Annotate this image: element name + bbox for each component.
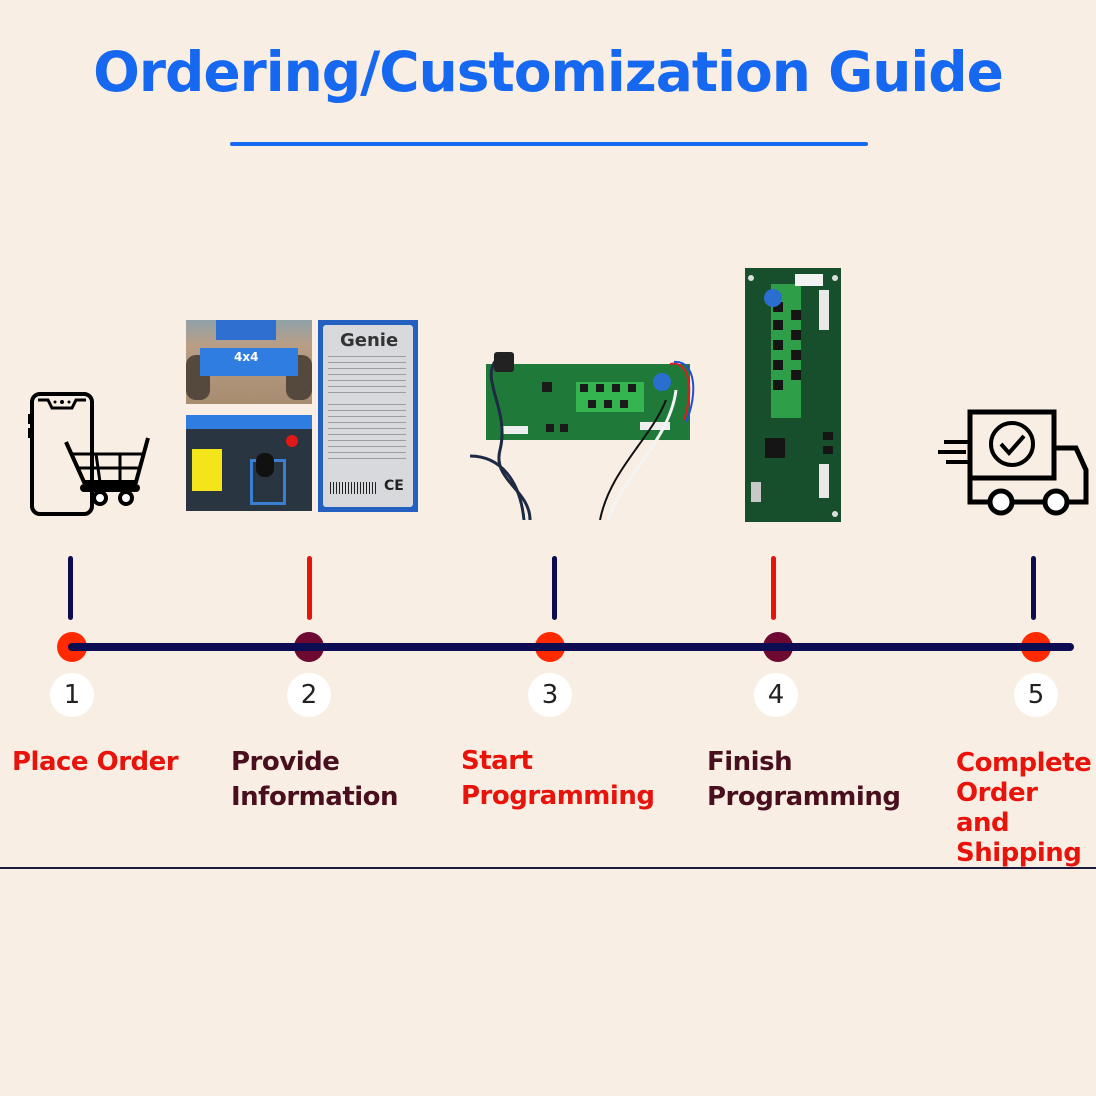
delivery-truck-check-icon <box>938 409 1089 516</box>
step-2-tick <box>307 556 312 620</box>
machine-photo-control-panel <box>186 415 312 511</box>
step-5-label-line-2: Order and <box>956 778 1038 838</box>
bottom-divider <box>0 867 1096 869</box>
step-5-number: 5 <box>1014 673 1058 717</box>
step-4-tick <box>771 556 776 620</box>
phone-cart-icon <box>28 392 153 516</box>
machine-nameplate-photo: Genie CE <box>318 320 418 512</box>
step-5-label: Complete Order and Shipping <box>956 748 1096 868</box>
step-1-tick <box>68 556 73 620</box>
step-1-label: Place Order <box>12 747 179 777</box>
ce-mark: CE <box>384 478 404 494</box>
step-5-tick <box>1031 556 1036 620</box>
step-2-number: 2 <box>287 673 331 717</box>
step-3-number: 3 <box>528 673 572 717</box>
title-underline <box>230 142 868 146</box>
step-2-label-line-2: Information <box>231 782 399 812</box>
step-5-label-line-3: Shipping <box>956 838 1082 868</box>
machine-photo-wheels: 4x4 <box>186 320 312 404</box>
step-2-label-line-1: Provide <box>231 747 340 777</box>
circuit-board-with-cables-photo <box>470 352 695 520</box>
timeline-line <box>68 643 1074 651</box>
step-5-label-line-1: Complete <box>956 748 1092 778</box>
circuit-board-photo <box>745 268 841 522</box>
page-title: Ordering/Customization Guide <box>93 40 1004 104</box>
step-4-label-line-1: Finish <box>707 747 793 777</box>
step-3-label: Start Programming <box>461 744 655 814</box>
nameplate-brand: Genie <box>340 330 399 351</box>
step-4-number: 4 <box>754 673 798 717</box>
step-3-label-line-1: Start <box>461 746 533 776</box>
machine-marking: 4x4 <box>234 350 259 364</box>
step-2-label: Provide Information <box>231 745 399 815</box>
step-3-label-line-2: Programming <box>461 781 655 811</box>
step-4-label-line-2: Programming <box>707 782 901 812</box>
step-4-label: Finish Programming <box>707 745 901 815</box>
step-1-number: 1 <box>50 673 94 717</box>
step-3-tick <box>552 556 557 620</box>
